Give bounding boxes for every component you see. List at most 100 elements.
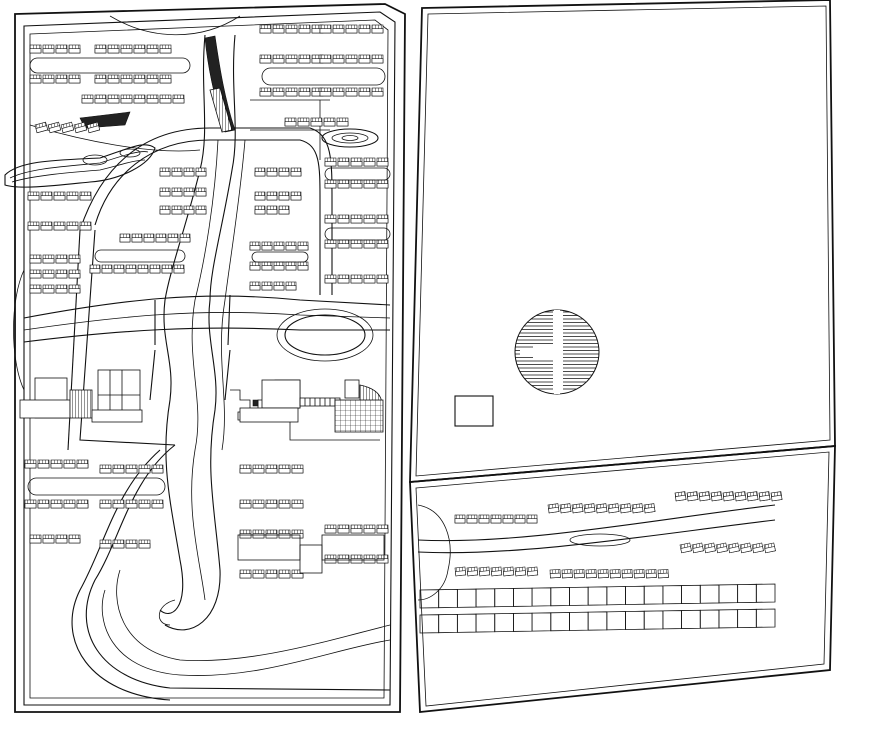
townhouse-plot [662,585,682,605]
building [336,117,349,127]
building [284,117,297,127]
building [63,459,76,469]
townhouse-plot [475,588,496,608]
building [337,214,350,224]
building [278,529,291,539]
building [68,44,81,54]
townhouse-plot [438,613,458,634]
building [94,44,107,54]
building [34,121,49,134]
building [514,566,527,577]
building [478,514,490,524]
building [266,167,278,177]
building [278,499,291,509]
building [358,24,371,34]
building [183,205,195,215]
building [350,157,363,167]
building [107,94,120,104]
building [68,269,81,279]
building [159,167,171,177]
townhouse-plot [606,611,626,631]
building [29,44,42,54]
building [607,503,620,514]
building [273,241,285,251]
building [454,514,466,524]
building [76,459,89,469]
building [285,87,298,97]
townhouse-plot [438,588,458,609]
building [285,261,297,271]
townhouse-plot [737,583,757,604]
townhouse-plot [681,584,701,604]
building [266,191,278,201]
building [249,281,261,291]
building [358,54,371,64]
building [363,179,376,189]
residential-clusters-right [454,491,783,579]
townhouse-plot [587,611,608,631]
building [66,191,79,201]
townhouse-plot [737,608,757,629]
building [559,503,572,514]
building [172,94,185,104]
building [29,534,42,544]
building [332,87,345,97]
left-parcel [14,3,406,713]
building [561,569,573,579]
building [337,157,350,167]
building [291,499,304,509]
building [252,529,265,539]
building [171,167,183,177]
building [547,503,560,514]
building [657,569,669,579]
building [27,191,40,201]
building [746,491,759,502]
building [358,87,371,97]
building [68,284,81,294]
civic-center [230,379,384,433]
building [40,191,53,201]
building [595,503,608,514]
building [278,569,291,579]
building [120,74,133,84]
building [686,491,699,502]
sports-ring [514,309,600,395]
building [285,281,297,291]
pond [321,128,379,148]
building [371,54,384,64]
building [125,264,137,274]
building [125,499,138,509]
building [112,499,125,509]
building [715,542,728,554]
building [259,87,272,97]
residential-clusters-left [24,24,391,579]
building [149,264,161,274]
building [133,74,146,84]
townhouse-plot [569,611,589,631]
building [42,74,55,84]
building [324,239,337,249]
building [285,24,298,34]
building [350,524,363,534]
building [490,514,502,524]
building [363,274,376,284]
building [363,214,376,224]
building [179,233,191,243]
building [171,187,183,197]
building [291,569,304,579]
building [99,499,112,509]
townhouse-plot [531,587,552,607]
building [619,503,632,514]
building [29,74,42,84]
building [297,261,309,271]
building [79,191,92,201]
building [478,566,491,577]
building [79,221,92,231]
townhouse-plot [755,608,776,628]
building [273,261,285,271]
building [350,179,363,189]
building [350,214,363,224]
building [146,44,159,54]
building [698,491,711,502]
building [597,569,609,579]
